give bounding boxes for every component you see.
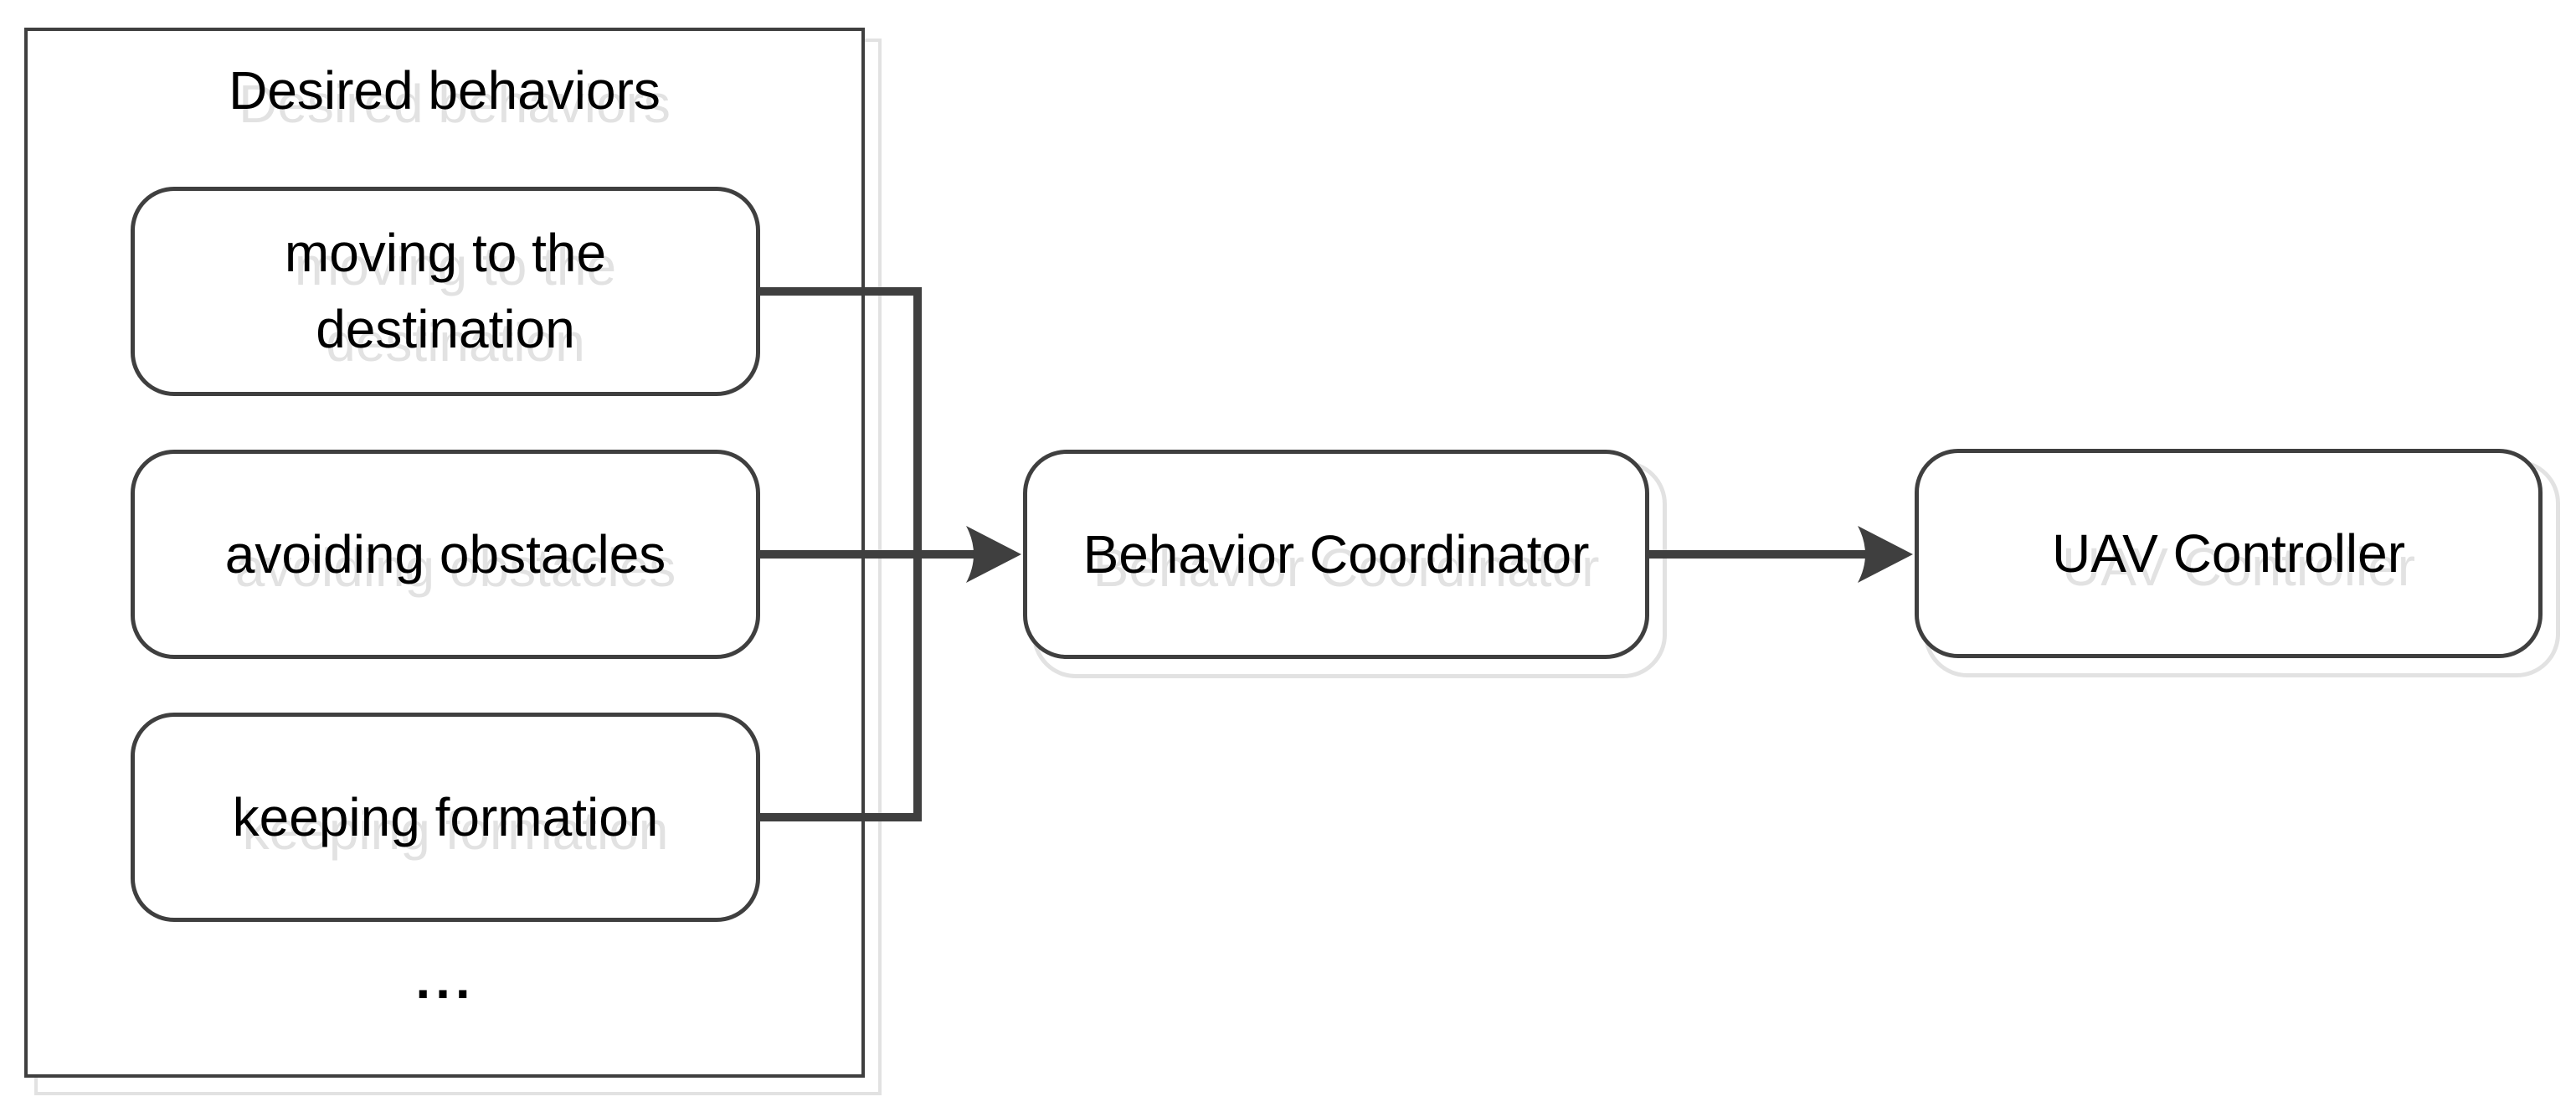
behavior-box-avoiding-obstacles: avoiding obstacles: [131, 450, 760, 659]
arrowhead-coordinator-icon: [966, 526, 1021, 583]
uav-controller-node: UAV Controller: [1915, 449, 2543, 658]
desired-behaviors-title: Desired behaviors: [229, 60, 661, 121]
behavior-box-label: avoiding obstacles: [224, 523, 666, 584]
arrowhead-uav-icon: [1858, 526, 1913, 583]
more-behaviors-ellipsis: ...: [415, 949, 476, 1010]
behavior-box-moving-to-destination: moving to the destination: [131, 187, 760, 396]
behavior-box-label: keeping formation: [232, 786, 659, 847]
behavior-box-keeping-formation: keeping formation: [131, 713, 760, 922]
behavior-box-label: moving to the destination: [284, 223, 607, 359]
uav-controller-label: UAV Controller: [2051, 523, 2406, 584]
behavior-coordinator-node: Behavior Coordinator: [1023, 450, 1649, 659]
behavior-coordinator-label: Behavior Coordinator: [1082, 523, 1590, 584]
